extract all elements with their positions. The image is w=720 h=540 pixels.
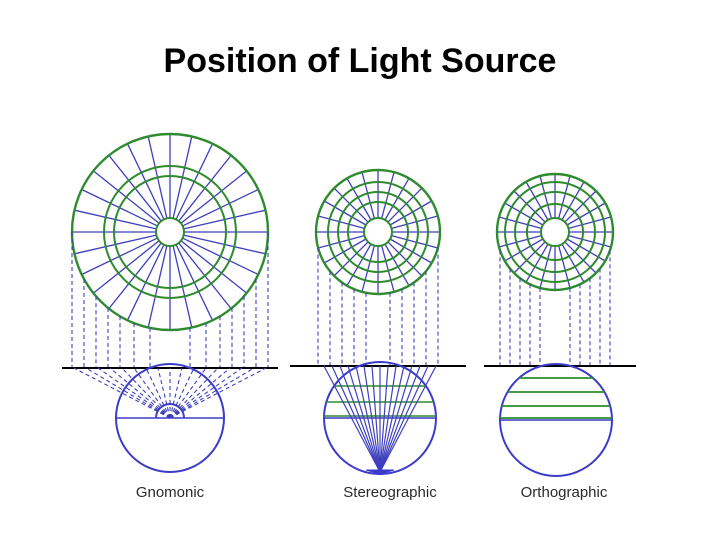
stereographic-source-ray [379,365,405,473]
stereographic-caption: Stereographic [343,484,437,501]
stereographic-source-fan [365,469,395,475]
stereographic-source-ray [339,365,381,473]
stereographic-spoke [323,238,367,264]
stereographic-ring [337,191,419,273]
stereographic-source-ray [363,365,381,473]
stereographic-spoke [317,215,365,230]
stereographic-source-ray [355,365,381,473]
gnomonic-source-ray [157,367,171,419]
orthographic-caption: Orthographic [521,484,608,501]
stereographic-spoke [333,187,369,223]
stereographic-spoke [380,171,395,219]
orthographic-panel [484,172,636,477]
stereographic-source-ray [371,365,381,473]
stereographic-ring [363,217,393,247]
stereographic-spoke [387,241,423,277]
gnomonic-source-ray [133,367,171,419]
stereographic-spoke [323,200,367,226]
stereographic-ring [347,201,409,263]
page-title: Position of Light Source [163,42,557,80]
gnomonic-source-ray [169,367,255,419]
stereographic-spoke [391,215,439,230]
stereographic-ring [327,181,429,283]
gnomonic-ring [155,217,185,247]
stereographic-source-ray [379,365,413,473]
gnomonic-source-ray [169,367,231,419]
gnomonic-source-ray [169,367,183,419]
stereographic-source-ray [379,365,421,473]
stereographic-spoke [389,238,433,264]
stereographic-spoke [387,187,423,223]
gnomonic-source-ray [169,367,195,419]
gnomonic-source-ray [169,367,207,419]
stereographic-spoke [333,241,369,277]
stereographic-spoke [361,171,376,219]
orthographic-ring [514,191,596,273]
gnomonic-source-ray [169,367,219,419]
orthographic-ring [540,217,570,247]
stereographic-panel [290,168,466,475]
gnomonic-caption: Gnomonic [136,484,205,501]
orthographic-outer-ring [495,172,615,292]
stereographic-spoke [361,245,376,293]
stereographic-spoke [384,243,410,287]
stereographic-spoke [317,234,365,249]
stereographic-spoke [346,177,372,221]
stereographic-spoke [346,243,372,287]
orthographic-ring [504,181,606,283]
stereographic-source-ray [331,365,381,473]
gnomonic-ring [113,175,227,289]
gnomonic-panel [62,132,278,473]
gnomonic-source-ray [109,367,171,419]
gnomonic-ring [103,165,237,299]
gnomonic-source-ray [85,367,171,419]
stereographic-outer-ring [314,168,442,296]
gnomonic-source-ray [121,367,171,419]
stereographic-source-ray [379,365,437,473]
gnomonic-source-arc [155,403,185,419]
gnomonic-source-ray [145,367,171,419]
stereographic-spoke [391,234,439,249]
stereographic-source-ray [379,365,429,473]
stereographic-source-ray [379,365,397,473]
stereographic-source-ray [347,365,381,473]
stereographic-source-ray [323,365,381,473]
stereographic-source-ray [379,365,389,473]
orthographic-ring [526,203,584,261]
stereographic-spoke [389,200,433,226]
stereographic-spoke [380,245,395,293]
stereographic-spoke [384,177,410,221]
